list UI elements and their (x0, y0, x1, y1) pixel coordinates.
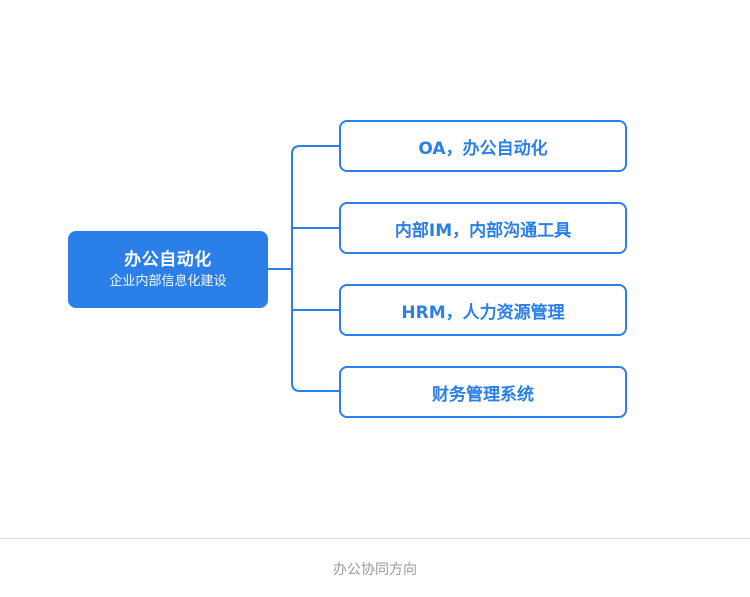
root-node-title: 办公自动化 (124, 249, 212, 270)
root-node-subtitle: 企业内部信息化建设 (109, 273, 227, 289)
child-node-label: HRM，人力资源管理 (401, 302, 565, 323)
child-node-finance[interactable]: 财务管理系统 (339, 366, 627, 418)
connector-branch-3 (291, 382, 339, 392)
child-node-hrm[interactable]: HRM，人力资源管理 (339, 284, 627, 336)
root-node[interactable]: 办公自动化 企业内部信息化建设 (68, 231, 268, 308)
child-node-oa[interactable]: OA，办公自动化 (339, 120, 627, 172)
child-node-im[interactable]: 内部IM，内部沟通工具 (339, 202, 627, 254)
child-node-label: 财务管理系统 (432, 384, 534, 405)
child-node-label: OA，办公自动化 (418, 138, 548, 159)
footer-divider (0, 538, 750, 539)
child-node-label: 内部IM，内部沟通工具 (394, 220, 572, 241)
connector-branch-0 (291, 145, 339, 155)
footer-caption: 办公协同方向 (333, 562, 417, 578)
